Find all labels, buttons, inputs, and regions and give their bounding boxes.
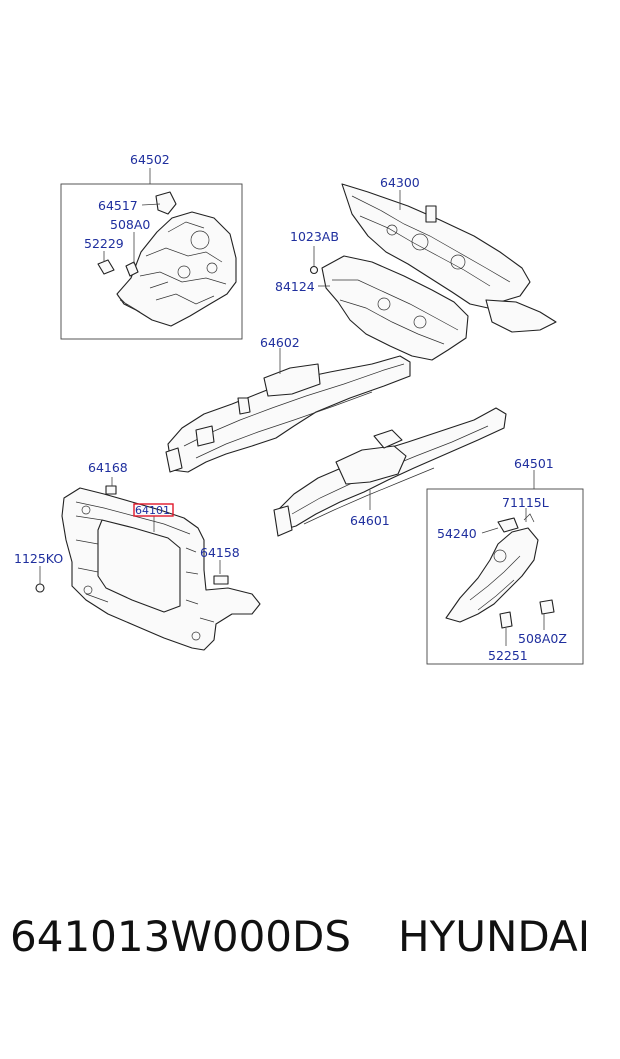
label-84124: 84124 bbox=[275, 279, 315, 294]
group-box-64501 bbox=[426, 488, 584, 665]
highlight-64101 bbox=[133, 503, 174, 517]
label-64101: 64101 bbox=[135, 504, 170, 517]
bolt-1023AB bbox=[309, 265, 319, 275]
label-52251: 52251 bbox=[488, 648, 528, 663]
label-64601: 64601 bbox=[350, 513, 390, 528]
part-side-member-64601 bbox=[273, 407, 507, 537]
part-radiator-support-64101 bbox=[61, 485, 261, 651]
label-508A0: 508A0 bbox=[110, 217, 150, 232]
label-508A0Z: 508A0Z bbox=[518, 631, 567, 646]
brand-name: HYUNDAI bbox=[398, 912, 591, 961]
bolt-1125KO bbox=[35, 583, 45, 593]
label-71115L: 71115L bbox=[502, 495, 549, 510]
group-box-64502 bbox=[60, 183, 243, 340]
part-inner-panel-right bbox=[445, 513, 555, 629]
caption: 641013W000DS HYUNDAI bbox=[0, 912, 620, 972]
part-dash-panel bbox=[321, 183, 557, 361]
label-1125KO: 1125KO bbox=[14, 551, 63, 566]
label-64158: 64158 bbox=[200, 545, 240, 560]
label-64168: 64168 bbox=[88, 460, 128, 475]
label-64602: 64602 bbox=[260, 335, 300, 350]
label-64502: 64502 bbox=[130, 152, 170, 167]
part-number: 641013W000DS bbox=[10, 912, 352, 961]
parts-diagram: 64502 64517 508A0 52229 64300 1023AB bbox=[14, 152, 584, 665]
label-52229: 52229 bbox=[84, 236, 124, 251]
label-64300: 64300 bbox=[380, 175, 420, 190]
part-side-member-64602 bbox=[165, 355, 411, 473]
label-64517: 64517 bbox=[98, 198, 138, 213]
label-1023AB: 1023AB bbox=[290, 229, 339, 244]
label-54240: 54240 bbox=[437, 526, 477, 541]
part-inner-panel-left bbox=[97, 191, 237, 327]
label-64501: 64501 bbox=[514, 456, 554, 471]
